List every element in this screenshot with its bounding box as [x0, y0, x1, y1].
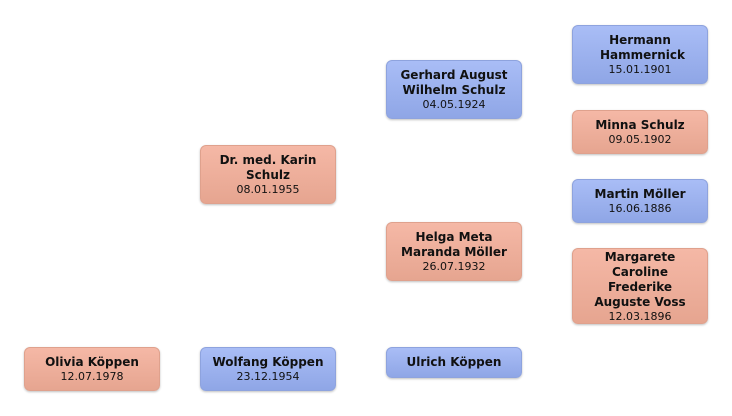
person-card-hermann[interactable]: Hermann Hammernick 15.01.1901	[572, 25, 708, 84]
person-date: 12.03.1896	[608, 309, 672, 323]
person-card-martin[interactable]: Martin Möller 16.06.1886	[572, 179, 708, 223]
person-card-minna[interactable]: Minna Schulz 09.05.1902	[572, 110, 708, 154]
person-date: 15.01.1901	[608, 63, 672, 76]
person-card-helga[interactable]: Helga Meta Maranda Möller 26.07.1932	[386, 222, 522, 281]
person-name: Minna Schulz	[595, 118, 685, 132]
person-name: Gerhard August Wilhelm Schulz	[400, 68, 508, 97]
person-name: Wolfang Köppen	[212, 355, 324, 369]
person-name: Martin Möller	[594, 187, 686, 201]
person-name: Hermann Hammernick	[600, 33, 685, 62]
person-card-wolfgang[interactable]: Wolfang Köppen 23.12.1954	[200, 347, 336, 391]
person-date: 16.06.1886	[608, 202, 672, 215]
person-date: 08.01.1955	[236, 183, 300, 196]
person-card-karin[interactable]: Dr. med. Karin Schulz 08.01.1955	[200, 145, 336, 204]
person-date: 12.07.1978	[60, 370, 124, 383]
person-card-ulrich[interactable]: Ulrich Köppen	[386, 347, 522, 378]
person-name: Olivia Köppen	[45, 355, 139, 369]
person-card-margarete[interactable]: Margarete Caroline Frederike Auguste Vos…	[572, 248, 708, 324]
person-date: 26.07.1932	[422, 260, 486, 273]
person-card-gerhard[interactable]: Gerhard August Wilhelm Schulz 04.05.1924	[386, 60, 522, 119]
person-date: 04.05.1924	[422, 98, 486, 111]
person-date: 09.05.1902	[608, 133, 672, 146]
person-date: 23.12.1954	[236, 370, 300, 383]
person-name: Dr. med. Karin Schulz	[219, 153, 317, 182]
person-card-olivia[interactable]: Olivia Köppen 12.07.1978	[24, 347, 160, 391]
person-name: Helga Meta Maranda Möller	[401, 230, 507, 259]
person-name: Ulrich Köppen	[406, 355, 502, 369]
person-name: Margarete Caroline Frederike Auguste Vos…	[594, 249, 686, 309]
